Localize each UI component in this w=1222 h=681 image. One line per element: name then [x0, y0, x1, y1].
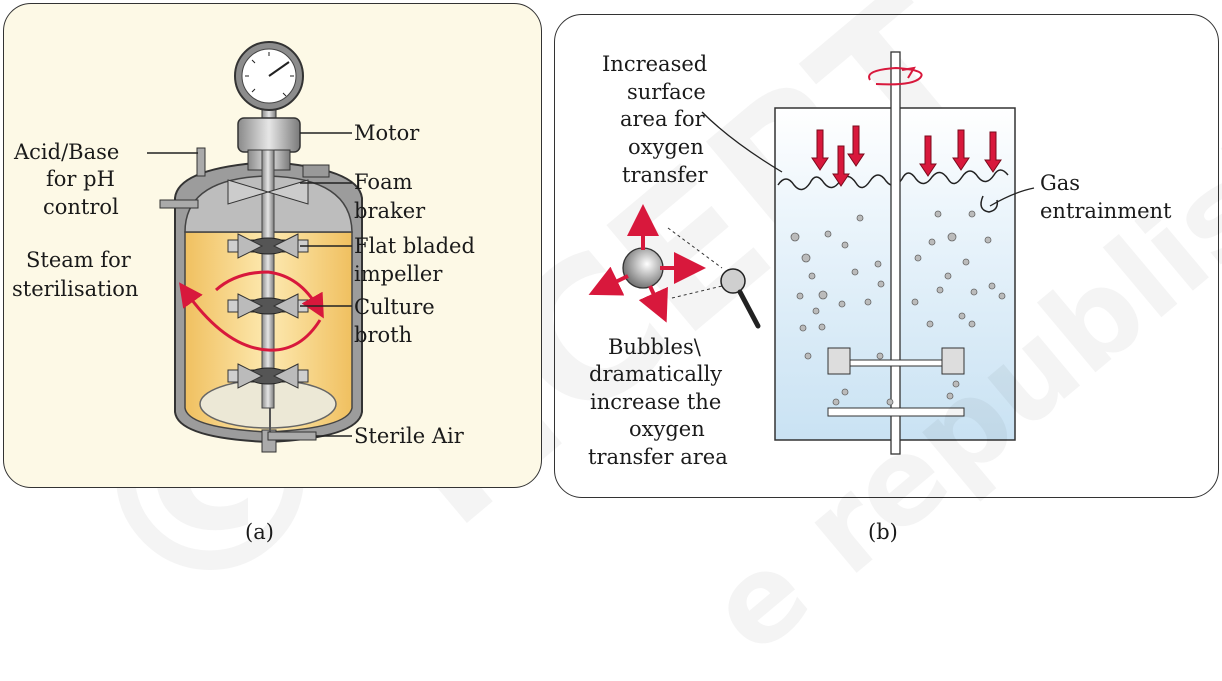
label-gas-line2: entrainment [1040, 199, 1172, 223]
panel-b-leader-lines [701, 111, 1035, 207]
caption-a: (a) [245, 520, 274, 544]
label-surface-line2: surface [627, 80, 706, 104]
label-surface-line3: area for [620, 107, 705, 131]
label-steam-line2: sterilisation [12, 277, 139, 301]
label-bubbles-line5: transfer area [588, 445, 728, 469]
label-acid-base-line1: Acid/Base [14, 140, 120, 164]
label-impeller-line2: impeller [354, 262, 443, 286]
label-sterile-air: Sterile Air [354, 424, 464, 448]
label-culture-line1: Culture [354, 295, 435, 319]
caption-b: (b) [868, 520, 898, 544]
shaft-b [827, 51, 965, 455]
agitator-shaft [261, 149, 275, 409]
exhaust-port [302, 164, 330, 178]
label-motor: Motor [354, 121, 420, 145]
gas-entrainment-pocket [980, 195, 999, 213]
oxygen-arrows [811, 125, 1002, 187]
label-surface-line4: oxygen [628, 135, 704, 159]
label-bubbles-line3: increase the [590, 390, 722, 414]
label-surface-line1: Increased [602, 52, 708, 76]
impeller-1 [227, 233, 309, 259]
impeller-2 [227, 293, 309, 319]
impeller-3 [227, 363, 309, 389]
label-foam-line2: braker [354, 199, 426, 223]
panel-b-oxygen-transfer [554, 14, 1219, 498]
panel-a-leader-lines [147, 132, 352, 437]
steam-pipe [159, 199, 199, 209]
foam-breaker [227, 179, 309, 205]
label-bubbles-line4: oxygen [629, 417, 705, 441]
label-bubbles-line2: dramatically [589, 362, 723, 386]
label-acid-base-line2: for pH [46, 167, 115, 191]
label-gas-line1: Gas [1040, 171, 1081, 195]
label-acid-base-line3: control [43, 195, 119, 219]
label-bubbles-line1: Bubbles\ [608, 335, 701, 359]
label-foam-line1: Foam [354, 170, 413, 194]
rotation-arrow [179, 270, 324, 352]
label-culture-line2: broth [354, 323, 413, 347]
label-surface-line5: transfer [622, 163, 708, 187]
pressure-gauge [234, 41, 304, 121]
magnifier-icon [667, 227, 761, 329]
bubbles [790, 210, 1006, 406]
magnified-bubble [588, 204, 706, 323]
rotation-arrow-b [868, 66, 923, 86]
panel-a-diagram [147, 41, 1035, 455]
label-steam-line1: Steam for [26, 248, 131, 272]
acid-base-pipe [196, 147, 206, 177]
label-impeller-line1: Flat bladed [354, 234, 475, 258]
